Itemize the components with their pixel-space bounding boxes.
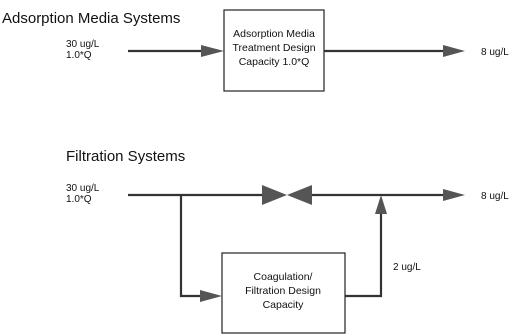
filtration-treatment-box [221,252,346,334]
adsorption-outflow-arrow [443,45,465,57]
adsorption-box-line-3: Capacity 1.0*Q [239,56,310,68]
filtration-inflow-concentration: 30 ug/L [66,183,100,194]
filtration-box-line-3: Capacity [263,299,305,311]
filtration-treated-concentration: 2 ug/L [393,262,421,273]
filtration-box-line-2: Filtration Design [245,285,321,297]
filtration-split-line [179,195,210,298]
adsorption-section: Adsorption Media Systems 30 ug/L 1.0*Q A… [2,9,509,92]
filtration-section: Filtration Systems 30 ug/L 1.0*Q 8 ug/L … [66,148,509,334]
adsorption-inflow-flow: 1.0*Q [66,50,92,61]
adsorption-inflow-concentration: 30 ug/L [66,39,100,50]
filtration-split-arrow [200,290,222,302]
filtration-return-arrow [375,195,387,214]
filtration-inflow-flow: 1.0*Q [66,194,92,205]
filtration-outflow-arrow [443,189,465,201]
filtration-box-line-1: Coagulation/ [254,271,313,283]
adsorption-inflow-arrow [201,45,224,57]
filtration-title: Filtration Systems [66,148,185,165]
adsorption-box-line-2: Treatment Design [232,42,315,54]
adsorption-outflow-concentration: 8 ug/L [481,47,509,58]
filtration-return-line [345,212,383,298]
filtration-outflow-concentration: 8 ug/L [481,191,509,202]
bypass-valve-icon [262,185,312,205]
adsorption-title: Adsorption Media Systems [2,10,180,27]
adsorption-box-line-1: Adsorption Media [233,28,315,40]
